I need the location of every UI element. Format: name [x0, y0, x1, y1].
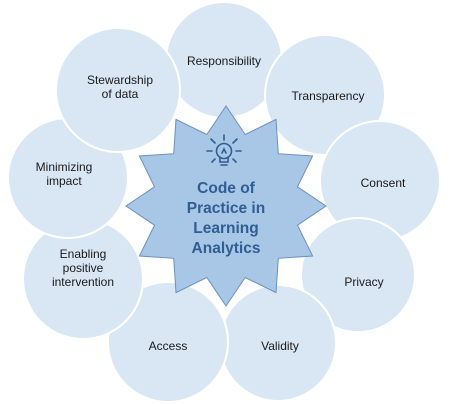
petal-label-line: Enabling — [60, 247, 107, 261]
center-title-line: Code of — [197, 180, 256, 197]
center-title-line: Learning — [193, 220, 258, 237]
petal-label-consent: Consent — [361, 176, 406, 190]
lightbulb-icon-part — [215, 142, 233, 160]
petal-privacy — [300, 217, 416, 333]
petal-label-validity: Validity — [261, 339, 299, 353]
center-star-shape — [125, 105, 327, 307]
lightbulb-icon — [206, 134, 242, 166]
petal-label-line: Minimizing — [36, 160, 93, 174]
petal-label-line: Privacy — [344, 275, 383, 289]
petal-stewardship-of-data — [55, 27, 181, 153]
petal-label-line: Stewardship — [87, 73, 153, 87]
lightbulb-icon-part — [210, 138, 216, 144]
petal-label-line: Access — [149, 339, 188, 353]
petal-access — [107, 281, 229, 403]
petal-label-transparency: Transparency — [292, 89, 365, 103]
lightbulb-icon-part — [219, 156, 229, 163]
petal-label-line: impact — [46, 174, 82, 188]
lightbulb-icon-part — [232, 138, 238, 144]
center-title-line: Practice in — [187, 200, 265, 217]
lightbulb-icon-part — [221, 147, 227, 154]
petal-label-line: Consent — [361, 176, 406, 190]
petal-ring: ResponsibilityTransparencyConsentPrivacy… — [7, 1, 441, 403]
petal-label-line: Transparency — [292, 89, 365, 103]
petal-label-privacy: Privacy — [344, 275, 383, 289]
petal-label-line: Responsibility — [187, 54, 261, 68]
petal-label-line: intervention — [52, 275, 114, 289]
petal-label-responsibility: Responsibility — [187, 54, 261, 68]
petal-label-line: positive — [63, 261, 104, 275]
petal-label-line: of data — [102, 87, 139, 101]
petal-label-access: Access — [149, 339, 188, 353]
lightbulb-icon-part — [232, 158, 237, 163]
lightbulb-icon-part — [211, 158, 216, 163]
petal-label-line: Validity — [261, 339, 299, 353]
center-title-line: Analytics — [192, 240, 261, 257]
